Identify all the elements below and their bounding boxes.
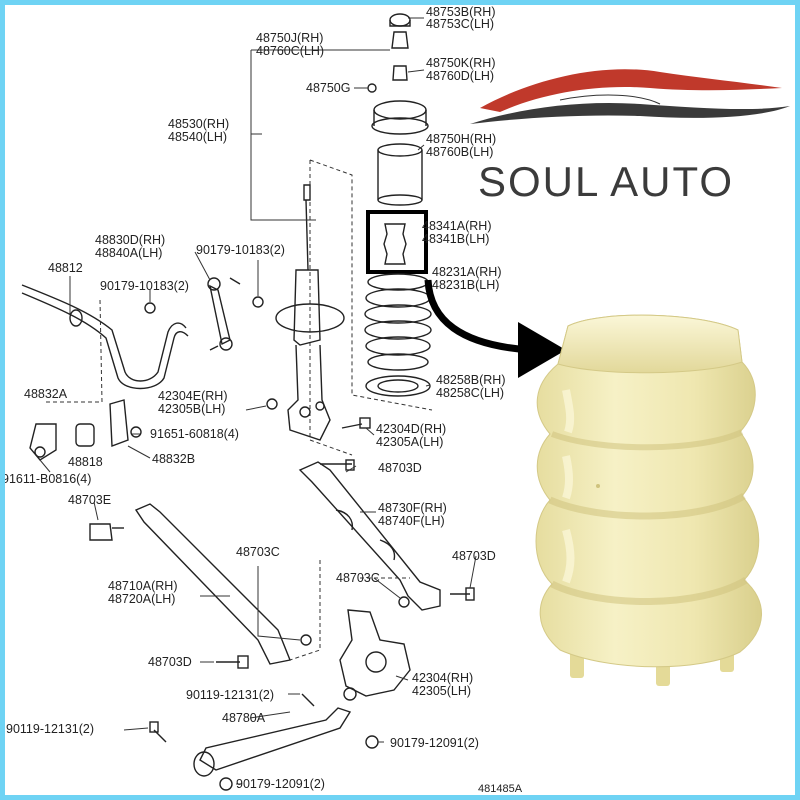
part-label: 48840A(LH) xyxy=(95,246,162,260)
part-label: 48780A xyxy=(222,711,266,725)
part-label: 48231A(RH) xyxy=(432,265,501,279)
part-label: 48341B(LH) xyxy=(422,232,489,246)
figure-id: 481485A xyxy=(478,783,523,795)
part-label: 48730F(RH) xyxy=(378,501,447,515)
part-label: 48703D xyxy=(452,549,496,563)
part-label: 48753C(LH) xyxy=(426,17,494,31)
part-label: 42305(LH) xyxy=(412,684,471,698)
part-label: 42304D(RH) xyxy=(376,422,446,436)
part-label: 48710A(RH) xyxy=(108,579,177,593)
logo-car-swoosh-dark-icon xyxy=(470,102,790,124)
part-label: 90119-12131(2) xyxy=(6,722,94,736)
part-label: 48760D(LH) xyxy=(426,69,494,83)
logo-car-swoosh-red-icon xyxy=(480,69,782,112)
part-label: 48530(RH) xyxy=(168,117,229,131)
part-label: 48703D xyxy=(378,461,422,475)
part-label: 48703C xyxy=(236,545,280,559)
part-label: 48750K(RH) xyxy=(426,56,495,70)
part-label: 48258B(RH) xyxy=(436,373,505,387)
part-label: 42305A(LH) xyxy=(376,435,443,449)
part-label: 48832B xyxy=(152,452,195,466)
part-label: 48812 xyxy=(48,261,83,275)
part-label: 48818 xyxy=(68,455,103,469)
part-label: 48753B(RH) xyxy=(426,5,495,19)
part-label: 91651-60818(4) xyxy=(150,427,239,441)
part-label: 48703C xyxy=(336,571,380,585)
bump-stop-highlight-box xyxy=(366,210,428,274)
bump-stop-photo xyxy=(535,314,762,686)
part-label: 48720A(LH) xyxy=(108,592,175,606)
part-label: 48703D xyxy=(148,655,192,669)
callout-arrow xyxy=(424,279,531,354)
part-label: 48830D(RH) xyxy=(95,233,165,247)
part-label: 90179-12091(2) xyxy=(390,736,479,750)
part-label: 48341A(RH) xyxy=(422,219,491,233)
part-label: 48750G xyxy=(306,81,350,95)
part-label: 42304E(RH) xyxy=(158,389,227,403)
part-label: 91611-B0816(4) xyxy=(2,472,91,486)
soul-auto-logo: SOUL AUTO xyxy=(470,69,790,205)
part-label: 48750J(RH) xyxy=(256,31,323,45)
brand-name: SOUL AUTO xyxy=(478,158,734,205)
part-label: 48832A xyxy=(24,387,68,401)
strut-assembly xyxy=(266,13,433,456)
part-label: 42304(RH) xyxy=(412,671,473,685)
stabilizer-bar xyxy=(21,277,264,461)
part-label: 48750H(RH) xyxy=(426,132,496,146)
part-label: 48760B(LH) xyxy=(426,145,493,159)
arrow-head-icon xyxy=(518,322,566,378)
part-label: 90179-10183(2) xyxy=(100,279,189,293)
part-label: 48540(LH) xyxy=(168,130,227,144)
part-label: 48740F(LH) xyxy=(378,514,445,528)
part-label: 48760C(LH) xyxy=(256,44,324,58)
suspension-arms xyxy=(89,459,475,791)
part-label: 90179-10183(2) xyxy=(196,243,285,257)
part-label: 90119-12131(2) xyxy=(186,688,274,702)
leader-lines xyxy=(39,17,477,785)
part-label: 42305B(LH) xyxy=(158,402,225,416)
part-label: 48231B(LH) xyxy=(432,278,499,292)
part-labels: 48753B(RH) 48753C(LH) 48750J(RH) 48760C(… xyxy=(2,5,523,795)
part-label: 48703E xyxy=(68,493,111,507)
part-label: 90179-12091(2) xyxy=(236,777,325,791)
part-label: 48258C(LH) xyxy=(436,386,504,400)
